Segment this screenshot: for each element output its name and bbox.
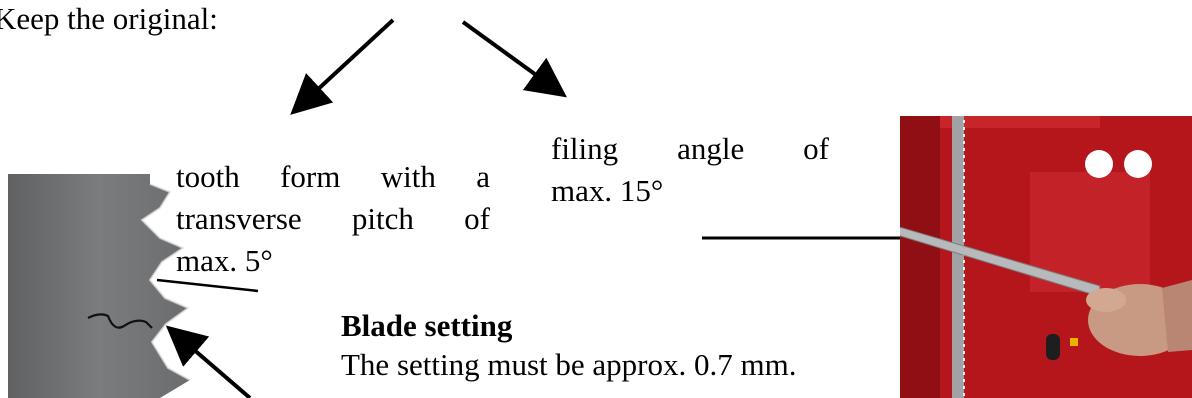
word: transverse — [176, 201, 302, 236]
word: form — [280, 159, 341, 194]
tooth-form-line-2: transverse pitch of — [176, 198, 490, 240]
glove-thumb — [1086, 288, 1126, 312]
word: filing — [551, 131, 619, 166]
tooth-form-caption: tooth form with a transverse pitch of ma… — [176, 156, 490, 282]
blade-teeth-shape — [8, 174, 190, 398]
machine-hole-left — [1085, 150, 1113, 178]
word: angle — [677, 131, 745, 166]
filing-angle-line-2: max. 15° — [551, 173, 664, 208]
word: tooth — [176, 159, 240, 194]
intro-text: Keep the original: — [0, 1, 218, 36]
arrow-to-tooth-form — [290, 18, 395, 115]
saw-blade-strip — [952, 116, 964, 398]
glove-cuff — [1162, 280, 1192, 352]
word: pitch — [351, 201, 414, 236]
saw-blade-photo — [8, 174, 191, 398]
filing-angle-line-1: filing angle of — [551, 128, 829, 170]
machine-hole-right — [1124, 150, 1152, 178]
blade-edge-highlight — [140, 183, 191, 381]
blade-setting-text: The setting must be approx. 0.7 mm. — [341, 347, 797, 382]
filing-angle-caption: filing angle of max. 15° — [551, 128, 829, 212]
word: a — [476, 159, 490, 194]
machine-label-mark — [1070, 338, 1078, 346]
arrow-to-filing-angle — [461, 20, 567, 98]
machine-frame-left — [900, 116, 940, 398]
set-indicator-squiggle — [87, 313, 153, 329]
tooth-form-line-1: tooth form with a — [176, 156, 490, 198]
tooth-form-line-3: max. 5° — [176, 243, 273, 278]
arrow-to-blade-setting — [165, 325, 252, 398]
word: of — [464, 201, 490, 236]
blade-setting-title: Blade setting — [341, 308, 513, 343]
word: with — [380, 159, 436, 194]
word: of — [803, 131, 829, 166]
filing-machine-photo — [900, 116, 1192, 398]
machine-top-edge — [940, 116, 1100, 128]
machine-slot — [1046, 334, 1060, 360]
leader-line-tooth-pitch — [156, 278, 259, 293]
